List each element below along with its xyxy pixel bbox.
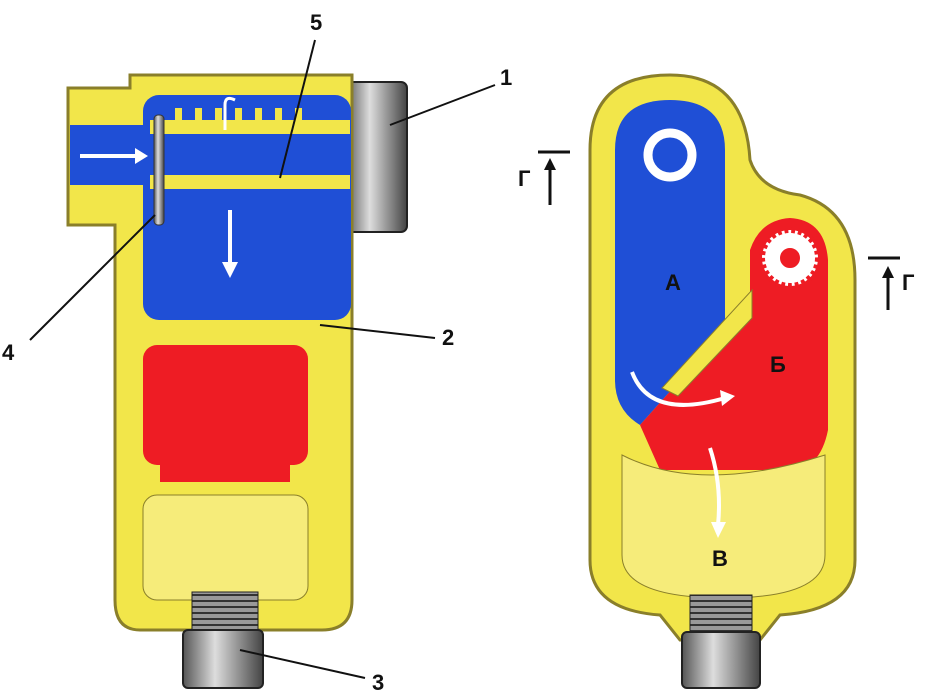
left-section-view: 1 2 3 4 5 xyxy=(2,10,512,693)
strainer-tube-bottom xyxy=(150,175,350,189)
inlet-port-ring xyxy=(643,128,697,182)
drain-nut xyxy=(182,629,264,689)
middle-chamber xyxy=(143,345,308,465)
chamber-a xyxy=(615,100,725,425)
lower-chamber xyxy=(142,494,309,601)
zone-a-label: А xyxy=(665,270,681,295)
arrowhead-inlet xyxy=(135,148,148,164)
baffle xyxy=(661,288,753,397)
arrowhead-drain xyxy=(711,522,726,538)
pin xyxy=(153,114,165,226)
drain-thread-right xyxy=(689,594,753,636)
flow-arrow-curve xyxy=(630,371,726,407)
upper-chamber xyxy=(143,95,351,320)
zone-v-label: В xyxy=(712,546,728,571)
callout-5: 5 xyxy=(310,10,322,35)
arrowhead-down xyxy=(222,262,238,278)
drain-thread xyxy=(191,591,259,633)
section-mark-arrowhead xyxy=(544,158,556,170)
callout-4: 4 xyxy=(2,340,15,365)
strainer-holes xyxy=(175,108,302,122)
red-band xyxy=(160,462,290,482)
drain-nut-right xyxy=(681,631,761,689)
leader-lines xyxy=(29,39,496,679)
strainer-tube xyxy=(150,120,350,134)
flow-arrow-swirl xyxy=(223,96,236,130)
zone-b-label: Б xyxy=(770,352,786,377)
callout-1: 1 xyxy=(500,65,512,90)
flow-arrow-drain xyxy=(708,447,721,526)
section-mark-right: Г xyxy=(868,256,915,310)
outlet-nut xyxy=(344,81,408,233)
arrowhead-curve xyxy=(720,390,735,406)
callout-3: 3 xyxy=(372,670,384,693)
right-section-view: А Б В Г Г xyxy=(518,73,915,689)
section-mark-arrowhead xyxy=(882,266,894,278)
section-mark-label-right: Г xyxy=(902,270,915,295)
section-mark-left: Г xyxy=(518,150,570,205)
callout-2: 2 xyxy=(442,325,454,350)
section-mark-label-left: Г xyxy=(518,166,531,191)
outlet-port-core xyxy=(776,244,804,272)
